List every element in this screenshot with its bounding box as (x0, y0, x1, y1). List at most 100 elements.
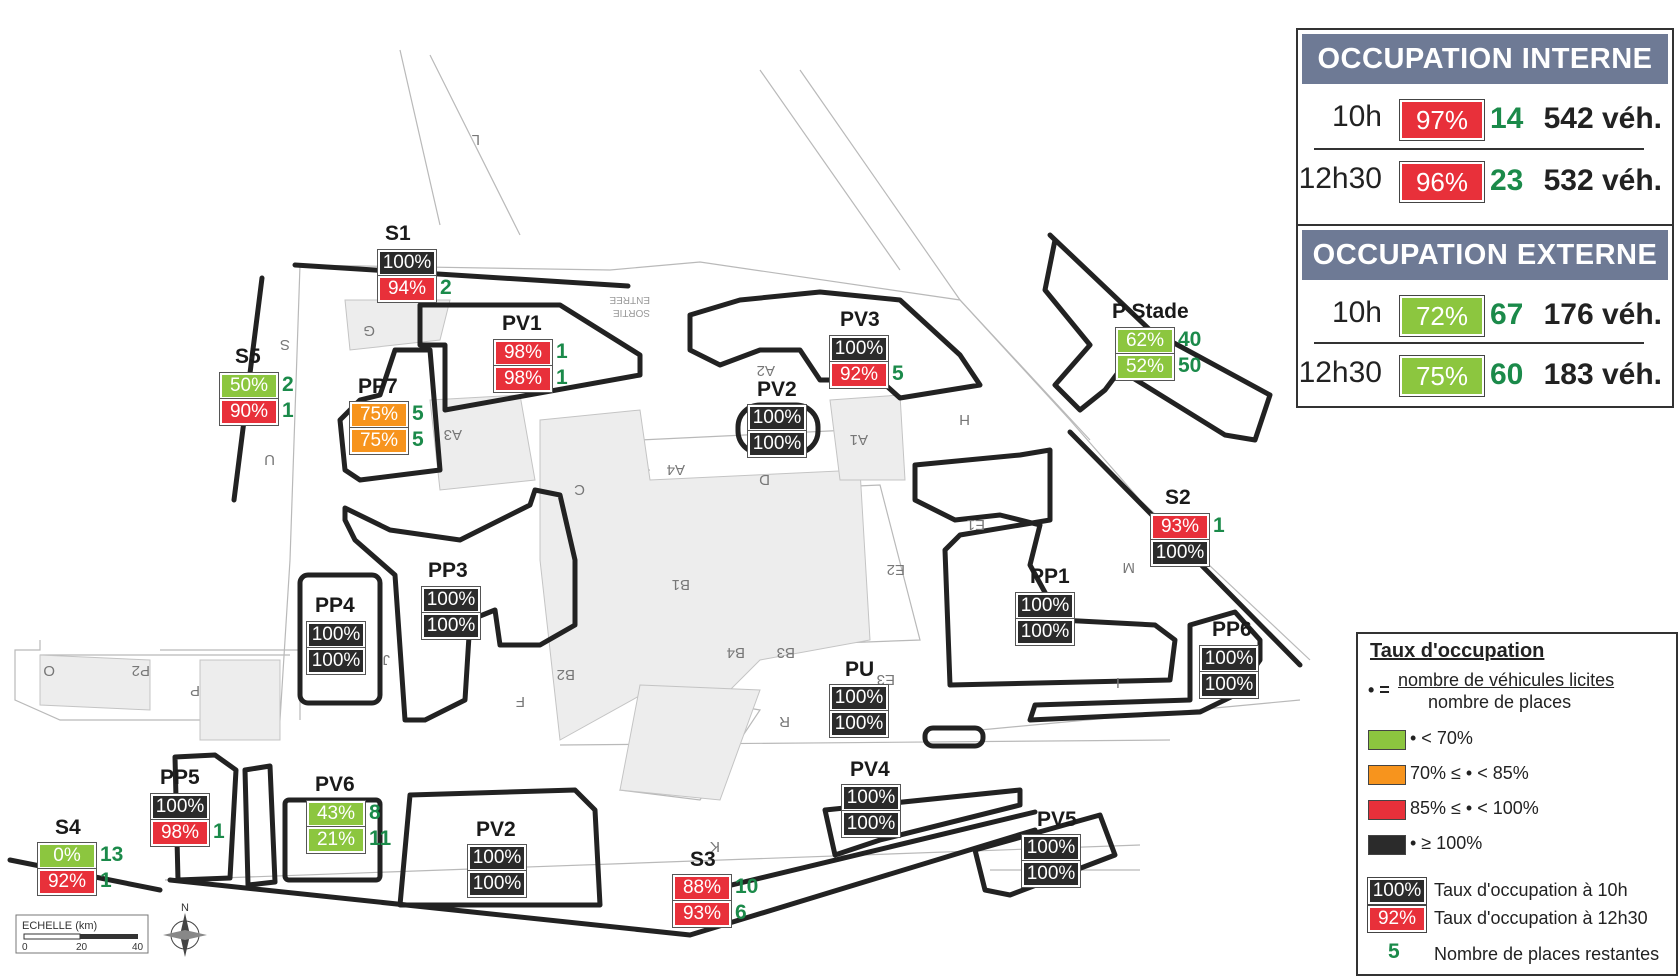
remaining-places-pm: 5 (892, 362, 904, 385)
occupancy-badge-pm: 100% (1021, 860, 1081, 888)
remaining-places-pm: 5 (412, 428, 424, 451)
zone-name: PP6 (1212, 618, 1252, 641)
formula-numerator: nombre de véhicules licites (1398, 670, 1615, 690)
s1-outline (292, 262, 631, 289)
class-label: • ≥ 100% (1410, 833, 1483, 853)
building-letter: R (779, 713, 790, 730)
occupancy-badge-am: 50% (219, 372, 279, 400)
pv1-outline (417, 302, 643, 413)
occupancy-badge-am: 0% (37, 842, 97, 870)
remaining-places: 14 (1490, 102, 1524, 135)
building-letter: A2 (757, 362, 775, 379)
occupancy-badge-am: 43% (306, 800, 366, 828)
remaining-places-am: 8 (369, 801, 381, 824)
swatch-red (1368, 800, 1406, 820)
external-occupancy-panel: OCCUPATION EXTERNE 10h 72% 67 176 véh. 1… (1296, 224, 1674, 408)
class-label: 70% ≤ • < 85% (1410, 763, 1529, 783)
zone-name: PV3 (840, 308, 880, 331)
zone-name: PP7 (358, 375, 398, 398)
occupancy-badge-pm: 94% (377, 275, 437, 303)
occupancy-badge-pm: 92% (37, 868, 97, 896)
occupancy-badge-pm: 100% (829, 710, 889, 738)
zone-name: PV2 (476, 818, 516, 841)
zone-name: PV4 (850, 758, 890, 781)
zone-name: S4 (55, 816, 81, 839)
occupancy-badge-pm: 98% (150, 819, 210, 847)
occupancy-badge-pm: 75% (349, 427, 409, 455)
pp5-outline (172, 752, 239, 883)
svg-text:N: N (181, 902, 189, 914)
rate-badge: 97% (1399, 99, 1485, 141)
example-label: Taux d'occupation à 12h30 (1434, 908, 1648, 928)
zone-name: PV6 (315, 773, 355, 796)
building-letter: U (264, 451, 275, 468)
remaining-places-am: 10 (735, 875, 759, 898)
north-arrow-icon: N (163, 902, 207, 957)
legend: Taux d'occupation • = nombre de véhicule… (1356, 632, 1678, 976)
scale-tick-0: 0 (22, 942, 28, 953)
entrance-label: ENTREE (609, 294, 650, 305)
occupancy-badge-am: 100% (421, 586, 481, 614)
occupancy-badge-pm: 100% (747, 430, 807, 458)
building-letter: A4 (667, 461, 685, 478)
remaining-places: 23 (1490, 164, 1524, 197)
external-row-12h30: 12h30 75% 60 183 véh. (1298, 355, 1672, 397)
zone-name: PV5 (1037, 808, 1077, 831)
scale-tick-1: 20 (76, 942, 88, 953)
zone-name: PV2 (757, 378, 797, 401)
occupancy-badge-pm: 93% (672, 900, 732, 928)
zone-name: PP1 (1030, 565, 1070, 588)
class-label: 85% ≤ • < 100% (1410, 798, 1539, 818)
occupancy-badge-am: 75% (349, 401, 409, 429)
occupancy-badge-pm: 100% (467, 870, 527, 898)
building-letter: H (959, 411, 970, 428)
swatch-green (1368, 730, 1406, 750)
pv2-bottom-outline (397, 787, 603, 908)
pv6-outline (282, 797, 383, 883)
pstade-outline (1042, 232, 1273, 443)
formula-symbol: • = (1368, 680, 1390, 700)
building-letter: B3 (777, 644, 795, 661)
building-letter: I (1116, 674, 1120, 691)
building-letter: A1 (850, 431, 868, 448)
pu-outline (922, 725, 986, 749)
building-letter: E1 (967, 516, 985, 533)
rate-badge: 75% (1399, 355, 1485, 397)
occupancy-badge-pm: 100% (306, 647, 366, 675)
remaining-places-pm: 1 (100, 869, 112, 892)
pp3-outline (342, 487, 578, 723)
building-letter: B4 (727, 644, 745, 661)
pp7-outline (337, 347, 443, 483)
building-letter: A3 (444, 426, 462, 443)
occupancy-badge-am: 100% (150, 793, 210, 821)
pp5b-outline (242, 763, 278, 888)
vehicle-count: 183 véh. (1543, 358, 1662, 391)
example-badge-12h30: 92% (1367, 905, 1427, 933)
zone-name: S2 (1165, 486, 1191, 509)
building-letter: D (759, 471, 770, 488)
occupancy-badge-pm: 100% (421, 612, 481, 640)
zone-name: PV1 (502, 312, 542, 335)
internal-occupancy-panel: OCCUPATION INTERNE 10h 97% 14 542 véh. 1… (1296, 28, 1674, 234)
remaining-places-am: 1 (1213, 514, 1225, 537)
building-letter: L (472, 131, 480, 148)
occupancy-badge-am: 100% (1199, 645, 1259, 673)
occupancy-badge-am: 100% (306, 621, 366, 649)
occupancy-badge-pm: 92% (829, 361, 889, 389)
remaining-places-pm: 1 (213, 820, 225, 843)
external-row-10h: 10h 72% 67 176 véh. (1298, 295, 1672, 337)
rate-badge: 72% (1399, 295, 1485, 337)
occupancy-badge-am: 98% (493, 339, 553, 367)
rate-badge: 96% (1399, 161, 1485, 203)
swatch-black (1368, 835, 1406, 855)
occupancy-badge-am: 100% (467, 844, 527, 872)
pp1-outline (912, 447, 1178, 688)
building-letter: B2 (557, 666, 575, 683)
example-label: Nombre de places restantes (1434, 944, 1660, 964)
vehicle-count: 176 véh. (1543, 298, 1662, 331)
zone-name: S3 (690, 848, 716, 871)
occupancy-badge-am: 93% (1150, 513, 1210, 541)
occupancy-badge-am: 62% (1115, 327, 1175, 355)
remaining-places-am: 1 (556, 340, 568, 363)
